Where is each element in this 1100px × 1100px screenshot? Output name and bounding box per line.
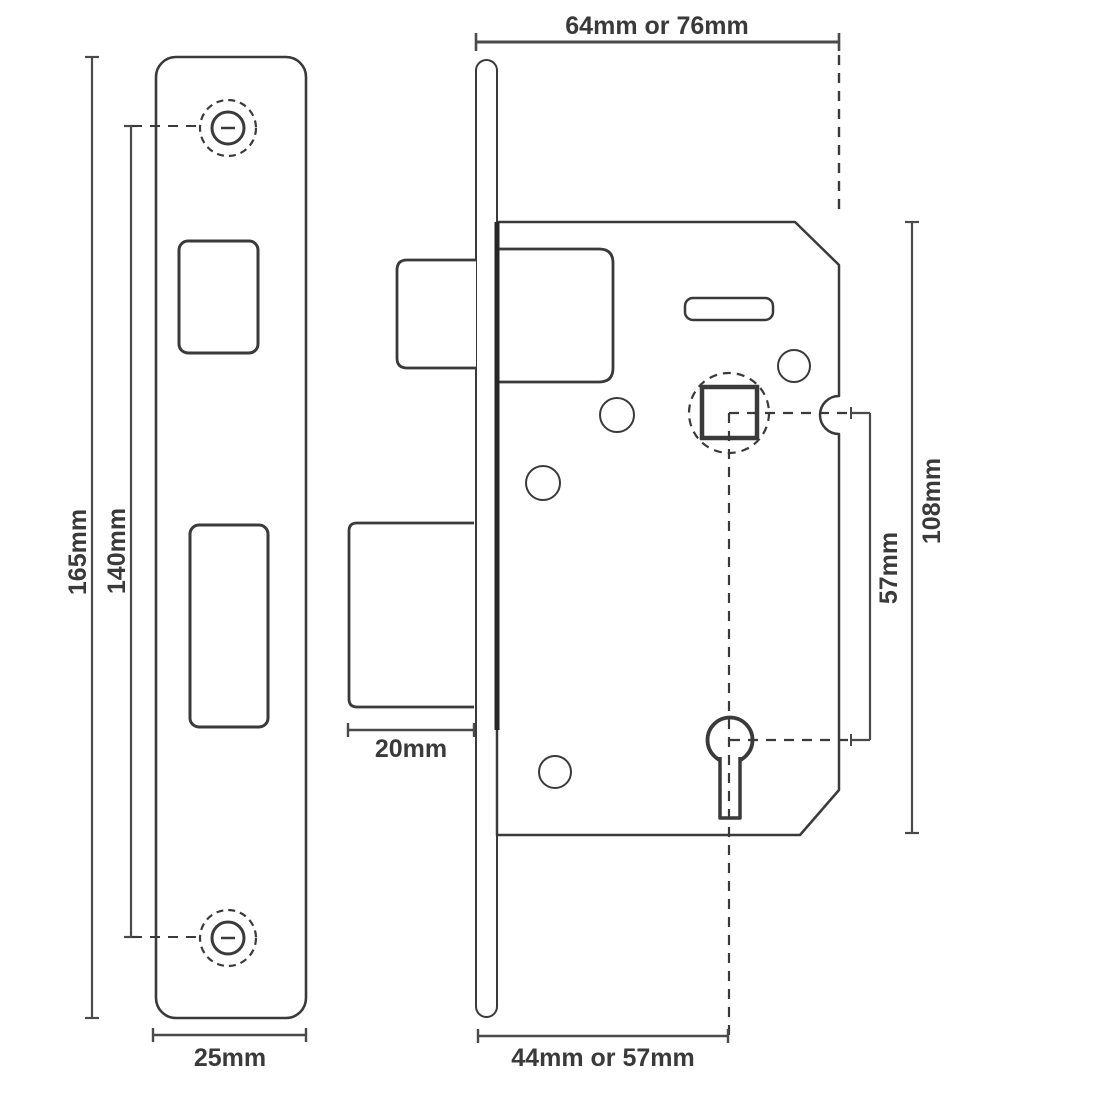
keyhole-stem	[718, 757, 742, 820]
screw-clearance-circle-bottom	[198, 908, 258, 968]
dim-label-left-outer: 165mm	[64, 509, 92, 595]
screw-clearance-circle-top	[198, 98, 258, 158]
dim-line-right-outer: 108mm	[905, 220, 946, 835]
fixing-hole-bottom	[538, 755, 572, 789]
latch-bolt-inner	[497, 247, 615, 384]
deadbolt-cutout	[188, 523, 270, 729]
dim-label-top: 64mm or 76mm	[565, 12, 748, 40]
handle-slot	[683, 296, 775, 322]
fixing-hole-top-right	[777, 349, 811, 383]
lock-faceplate	[475, 59, 498, 1018]
dim-line-middle: 20mm	[346, 723, 476, 763]
dim-line-bottom-left: 25mm	[151, 1028, 308, 1072]
fixing-hole-mid	[599, 397, 635, 433]
strike-plate-group	[154, 55, 308, 1020]
fixing-hole-left	[525, 465, 561, 501]
strike-plate	[154, 55, 308, 1020]
latch-bolt-outer	[395, 258, 476, 370]
dim-label-middle: 20mm	[375, 735, 447, 763]
deadbolt	[347, 521, 474, 709]
dim-label-left-inner: 140mm	[103, 508, 131, 594]
screw-hole-top	[198, 98, 258, 158]
dim-label-bottom-left: 25mm	[194, 1044, 266, 1072]
dim-line-right-inner: 57mm	[850, 407, 903, 746]
dim-label-right-inner: 57mm	[875, 532, 903, 604]
screw-circle-bottom	[210, 920, 246, 956]
dim-line-top: 64mm or 76mm	[474, 12, 841, 213]
lock-body-group	[347, 59, 851, 1035]
screw-hole-bottom	[198, 908, 258, 968]
dim-label-bottom: 44mm or 57mm	[511, 1044, 694, 1072]
dim-line-left-inner: 140mm	[103, 124, 199, 939]
dim-line-bottom: 44mm or 57mm	[476, 1029, 730, 1072]
dim-label-right-outer: 108mm	[918, 458, 946, 544]
dim-line-left-outer: 165mm	[64, 55, 99, 1020]
screw-circle-top	[210, 110, 246, 146]
latch-cutout	[177, 239, 260, 355]
